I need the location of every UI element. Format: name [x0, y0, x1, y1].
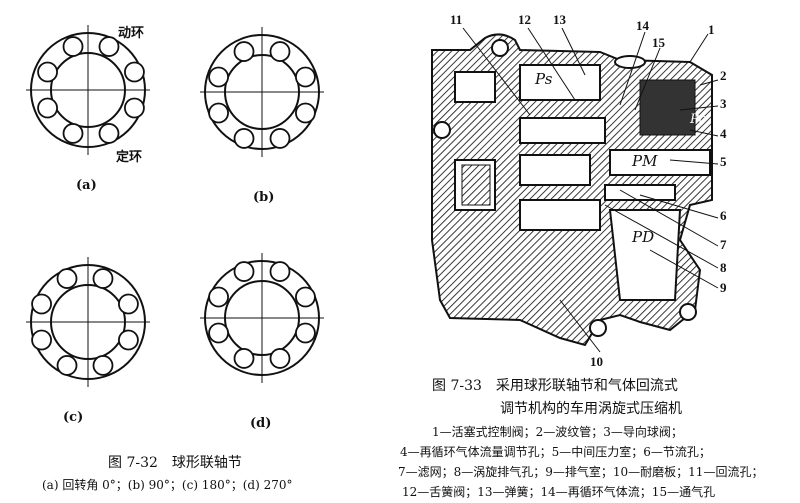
ball: [62, 123, 84, 144]
ball: [208, 102, 229, 124]
ball: [31, 293, 52, 315]
panel-label-b: (b): [253, 190, 275, 205]
ball: [208, 286, 229, 308]
figure-7-33-legend-line: 1—活塞式控制阀；2—波纹管；3—导向球阀；: [432, 425, 683, 439]
fixed-ring-label: 定环: [116, 150, 143, 165]
part-number-14: 14: [636, 18, 649, 33]
pressure-label-pm: PM: [632, 152, 658, 170]
ball: [233, 348, 255, 369]
part-number-2: 2: [720, 68, 727, 83]
part-number-9: 9: [720, 280, 727, 295]
ball: [37, 61, 58, 83]
panel-label-d: (d): [250, 416, 272, 431]
part-number-5: 5: [720, 154, 727, 169]
ball: [295, 66, 316, 88]
part-number-12: 12: [518, 12, 531, 27]
ball: [295, 322, 316, 344]
pressure-label-pd: PD: [632, 228, 655, 246]
ball: [62, 36, 84, 57]
pressure-label-pc: Pc: [690, 112, 707, 127]
panel-label-c: (c): [63, 410, 84, 425]
ball: [269, 348, 291, 369]
pressure-label-ps: Ps: [535, 70, 553, 88]
ball: [56, 268, 78, 289]
figure-7-32-title: 图 7-32 球形联轴节: [108, 455, 242, 471]
part-number-11: 11: [450, 12, 463, 27]
figure-7-33-legend-line: 4—再循环气体流量调节孔；5—中间压力室；6—节流孔；: [400, 445, 711, 459]
ball: [37, 97, 58, 119]
ball: [118, 293, 139, 315]
moving-ring-label: 动环: [118, 26, 145, 41]
figure-7-33-title-line1: 图 7-33 采用球形联轴节和气体回流式: [432, 378, 678, 394]
ball: [233, 128, 255, 149]
ball: [98, 123, 120, 144]
ball: [233, 261, 255, 282]
part-number-13: 13: [553, 12, 566, 27]
ball: [56, 355, 78, 376]
ball: [233, 41, 255, 62]
panel-label-a: (a): [76, 178, 97, 193]
ball: [98, 36, 120, 57]
ball-coupling-rings: [26, 25, 324, 387]
ball: [124, 97, 145, 119]
ball: [208, 322, 229, 344]
ball: [295, 102, 316, 124]
ball: [269, 128, 291, 149]
ball: [92, 268, 114, 289]
ball: [118, 329, 139, 351]
part-number-8: 8: [720, 260, 727, 275]
figure-7-33-legend-line: 12—舌簧阀；13—弹簧；14—再循环气体流；15—通气孔: [402, 485, 716, 499]
ball: [269, 41, 291, 62]
part-number-6: 6: [720, 208, 727, 223]
part-number-15: 15: [652, 35, 665, 50]
ball: [124, 61, 145, 83]
ball: [269, 261, 291, 282]
part-number-4: 4: [720, 126, 727, 141]
ball: [208, 66, 229, 88]
compressor-cross-section: [431, 27, 719, 353]
part-number-3: 3: [720, 96, 727, 111]
part-number-7: 7: [720, 237, 727, 252]
part-number-10: 10: [590, 354, 603, 369]
figure-7-33-legend-line: 7—滤网；8—涡旋排气孔；9—排气室；10—耐磨板；11—回流孔；: [398, 465, 764, 479]
figure-7-32-subtitle: (a) 回转角 0°；(b) 90°；(c) 180°；(d) 270°: [42, 478, 293, 492]
ball: [92, 355, 114, 376]
ball: [31, 329, 52, 351]
ball: [295, 286, 316, 308]
part-number-1: 1: [708, 22, 715, 37]
figure-7-33-title-line2: 调节机构的车用涡旋式压缩机: [500, 401, 682, 417]
